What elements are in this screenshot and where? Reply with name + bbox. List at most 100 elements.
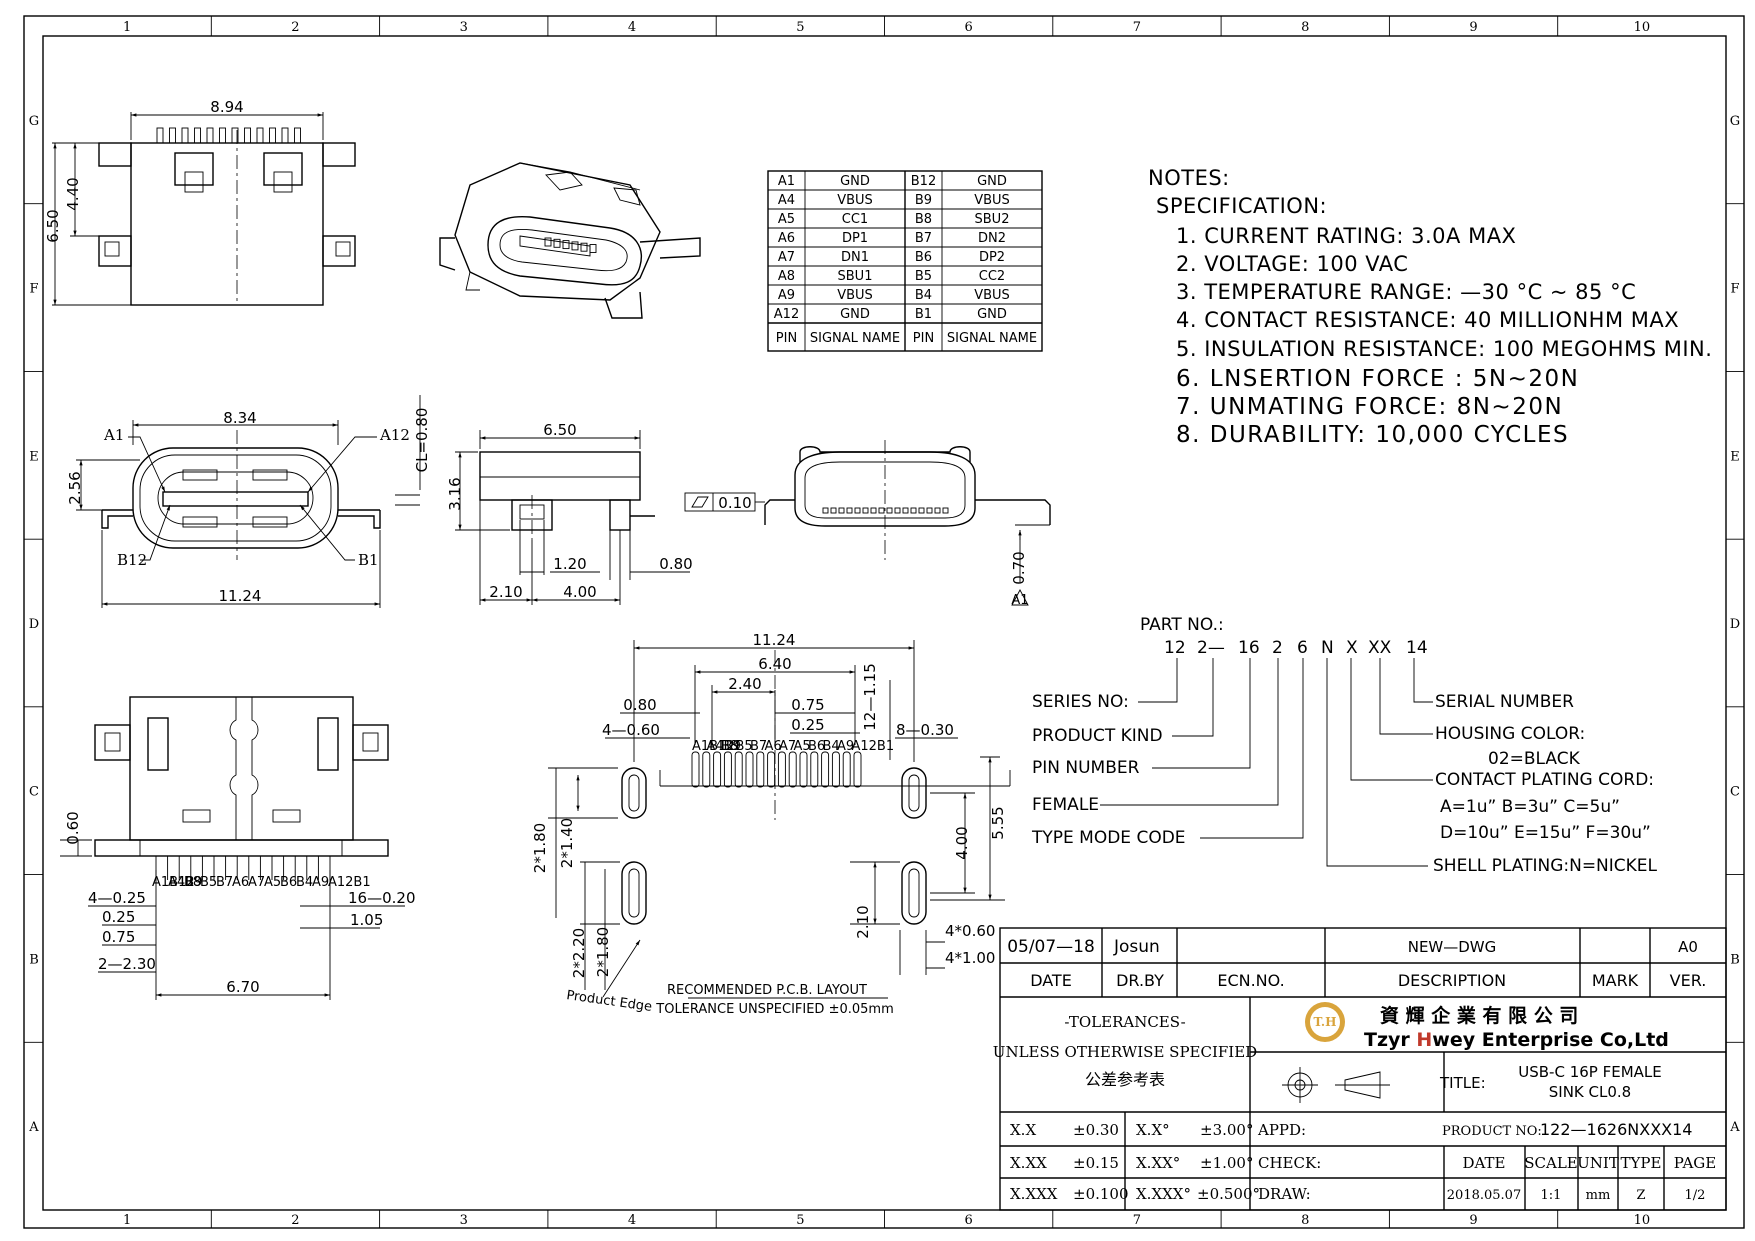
pcb-pin-label: A7 (779, 739, 796, 754)
dim-pcb-210: 2.10 (854, 905, 872, 938)
tb-h-ecn: ECN.NO. (1217, 971, 1284, 990)
label-b12: B12 (117, 551, 147, 569)
pin-table-cell: B1 (915, 307, 932, 322)
dim-side-400: 4.00 (563, 583, 596, 601)
col-marker-bottom: 7 (1133, 1213, 1141, 1228)
tb-ver-val: A0 (1678, 938, 1698, 956)
tb-title-1: USB-C 16P FEMALE (1518, 1063, 1662, 1081)
rear-pin (910, 507, 917, 514)
pin-table-cell: GND (977, 174, 1007, 189)
iso-pin (553, 238, 561, 248)
rear-pin (854, 507, 861, 514)
bottom-pin-label: A1B12 (152, 875, 195, 890)
top-pin (219, 127, 226, 144)
col-marker-bottom: 6 (965, 1213, 973, 1228)
note-5: 5. INSULATION RESISTANCE: 100 MEGOHMS MI… (1176, 337, 1712, 361)
col-marker-top: 10 (1634, 20, 1651, 35)
rear-pin (942, 507, 949, 514)
dim-bot-025: 0.25 (102, 908, 135, 926)
tb-h-desc: DESCRIPTION (1398, 971, 1506, 990)
label-series: SERIES NO: (1032, 692, 1129, 712)
company-en: Tzyr Hwey Enterprise Co,Ltd (1364, 1029, 1669, 1051)
row-marker-left: B (29, 952, 39, 967)
pin-table-cell: DN1 (841, 250, 869, 265)
tb-product-no: 122—1626NXXX14 (1540, 1120, 1692, 1139)
dim-pcb-400: 4.00 (953, 826, 971, 859)
col-marker-bottom: 3 (460, 1213, 468, 1228)
tb-title-label: TITLE: (1439, 1074, 1486, 1092)
pcb-pad (767, 751, 776, 788)
tol-r0-c3: ±3.00° (1200, 1121, 1253, 1139)
label-a12: A12 (379, 426, 410, 444)
pcb-pin-label: A9 (837, 739, 854, 754)
product-edge-label: Product Edge (565, 988, 652, 1015)
bottom-pin-label: B4 (296, 875, 313, 890)
label-plating-2: D=10u” E=15u” F=30u” (1440, 823, 1651, 843)
tol-r0-c1: ±0.30 (1073, 1121, 1119, 1139)
label-plating: CONTACT PLATING CORD: (1435, 770, 1654, 790)
bottom-pin-label: A4B9 (168, 875, 202, 890)
tb-v-unit: mm (1586, 1188, 1611, 1203)
note-1: 1. CURRENT RATING: 3.0A MAX (1176, 224, 1516, 248)
iso-pin (589, 244, 597, 253)
dim-pcb-2x140: 2*1.40 (558, 818, 576, 868)
label-plating-1: A=1u” B=3u” C=5u” (1440, 797, 1620, 817)
pin-table-cell: GND (840, 174, 870, 189)
row-marker-right: E (1730, 449, 1740, 464)
row-marker-right: C (1730, 785, 1740, 800)
pin-table-cell: B12 (911, 174, 936, 189)
pin-table-cell: A4 (778, 193, 795, 208)
tb-tol-title: -TOLERANCES- (1064, 1013, 1185, 1031)
bottom-pin-label: B5 (200, 875, 217, 890)
pcb-pin-label: B5 (736, 739, 753, 754)
pcb-pad (831, 751, 840, 788)
dim-front-total: 11.24 (219, 587, 262, 605)
tb-check: CHECK: (1258, 1154, 1321, 1172)
pin-table-cell: A5 (778, 212, 795, 227)
pcb-pin-label: A12B1 (852, 739, 895, 754)
tb-tol-unless: UNLESS OTHERWISE SPECIFIED (993, 1043, 1257, 1061)
pin-table-header: PIN (776, 331, 797, 346)
top-pin (231, 127, 239, 144)
col-marker-bottom: 8 (1301, 1213, 1309, 1228)
pcb-pin-label: B8 (721, 739, 738, 754)
pcb-pad (756, 751, 765, 788)
col-marker-top: 2 (291, 20, 299, 35)
pcb-pin-label: B7 (750, 739, 767, 754)
tb-v-date: 2018.05.07 (1447, 1188, 1521, 1203)
pin-table-cell: A7 (778, 250, 795, 265)
dim-rear-070: 0.70 (1010, 551, 1028, 584)
pin-table-header: SIGNAL NAME (810, 331, 900, 346)
flatness-tol: 0.10 (718, 494, 751, 512)
label-b1: B1 (358, 551, 379, 569)
dim-top-height-outer: 6.50 (44, 209, 62, 242)
rear-pin (918, 507, 925, 514)
pcb-pad (821, 751, 830, 788)
pin-table-cell: B9 (915, 193, 932, 208)
pin-table-cell: A8 (778, 269, 795, 284)
dim-bot-105: 1.05 (350, 911, 383, 929)
rear-pin (926, 507, 933, 514)
part-title: PART NO.: (1140, 615, 1224, 635)
top-pin (181, 127, 189, 144)
part-code-3: 2 (1272, 638, 1283, 658)
dim-bot-16-020: 16—0.20 (348, 889, 416, 907)
pcb-pin-label: A6 (765, 739, 782, 754)
rear-pin (830, 507, 837, 514)
dim-pcb-4-060: 4—0.60 (602, 721, 660, 739)
top-pin (169, 127, 176, 144)
tb-appd: APPD: (1257, 1121, 1306, 1139)
rear-pin (902, 507, 909, 514)
pcb-pad (777, 751, 786, 788)
dim-pcb-1124: 11.24 (753, 631, 796, 649)
tol-r2-c2: X.XXX° (1136, 1185, 1191, 1203)
row-marker-left: E (29, 449, 39, 464)
note-8: 8. DURABILITY: 10,000 CYCLES (1176, 422, 1569, 448)
tol-r1-c3: ±1.00° (1200, 1154, 1253, 1172)
tol-r1-c2: X.XX° (1136, 1154, 1180, 1172)
part-code-1: 2— (1197, 638, 1225, 658)
bottom-pin-label: B7 (216, 875, 233, 890)
dim-pcb-240: 2.40 (728, 675, 761, 693)
